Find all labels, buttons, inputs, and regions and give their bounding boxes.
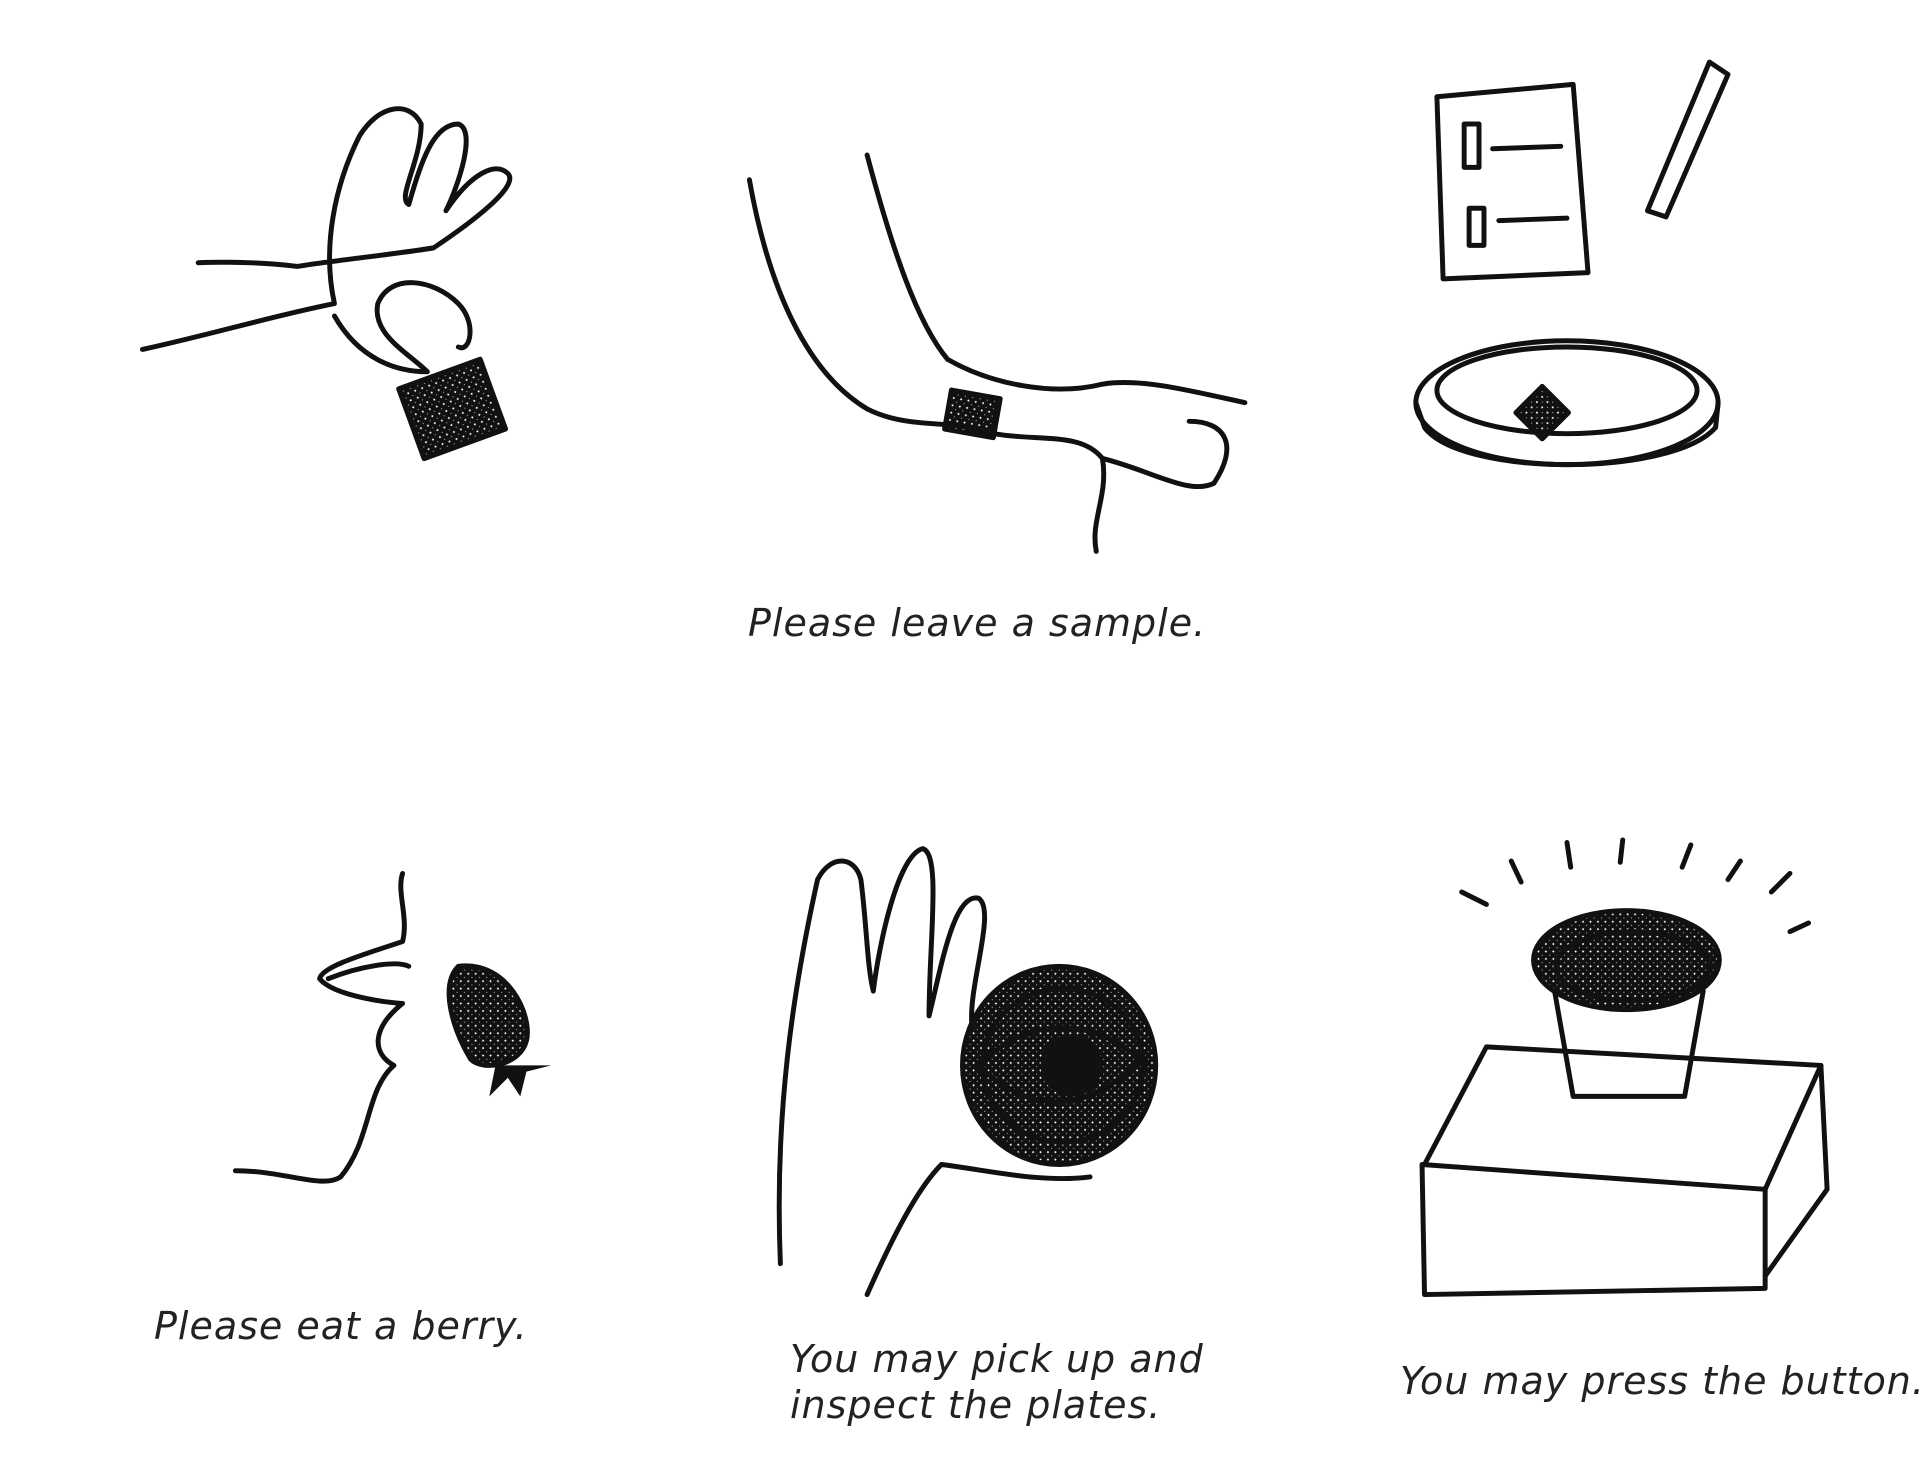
caption-press-button: You may press the button. xyxy=(1400,1358,1920,1404)
caption-inspect-plates: You may pick up and inspect the plates. xyxy=(790,1336,1204,1428)
caption-line: Please eat a berry. xyxy=(154,1304,528,1348)
hand-with-eye-plate-illustration xyxy=(776,846,1159,1298)
caption-line: You may press the button. xyxy=(1400,1359,1920,1403)
caption-leave-sample: Please leave a sample. xyxy=(748,600,1206,646)
caption-line: Please leave a sample. xyxy=(748,601,1207,645)
petri-dish-form-pen-illustration xyxy=(1413,59,1731,468)
caption-line: You may pick up and xyxy=(790,1337,1204,1381)
arm-with-sample-illustration xyxy=(746,152,1248,554)
mouth-and-berry-illustration xyxy=(232,870,552,1184)
push-button-illustration xyxy=(1419,837,1830,1298)
hand-holding-swab-illustration xyxy=(139,106,513,462)
caption-eat-berry: Please eat a berry. xyxy=(154,1303,528,1349)
caption-line: inspect the plates. xyxy=(790,1383,1162,1427)
